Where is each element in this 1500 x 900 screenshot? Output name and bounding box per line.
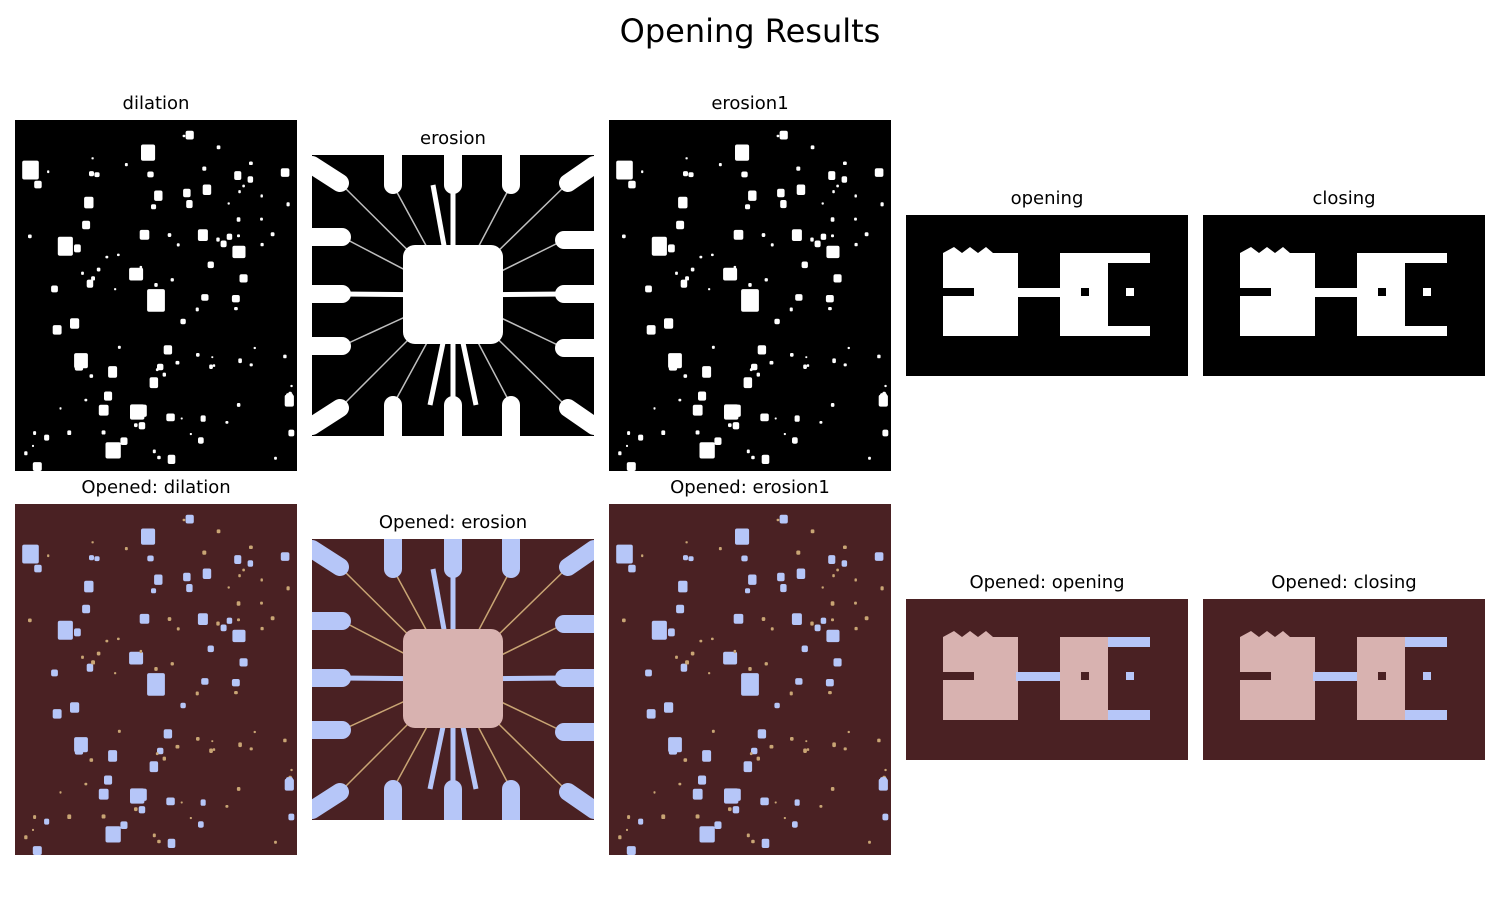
panel-opened-erosion: Opened: erosion [312,512,594,820]
dots-image [609,504,891,855]
panel-closing: closing [1203,188,1485,376]
shapes-image [1203,599,1485,760]
panel-opened-opening: Opened: opening [906,572,1188,760]
dots-image [609,120,891,471]
panel-opened-closing: Opened: closing [1203,572,1485,760]
panel-title: erosion1 [711,93,789,114]
panel-title: Opened: erosion [378,512,528,533]
chip-image [312,155,594,436]
panel-erosion: erosion [312,128,594,436]
figure-title: Opening Results [619,12,881,50]
panel-title: Opened: erosion1 [670,477,830,498]
shapes-image [1203,215,1485,376]
shapes-image [906,599,1188,760]
shapes-image [906,215,1188,376]
dots-image [15,120,297,471]
panel-opening: opening [906,188,1188,376]
dots-image [15,504,297,855]
panel-opened-dilation: Opened: dilation [15,477,297,855]
panel-dilation: dilation [15,93,297,471]
panel-title: Opened: dilation [81,477,231,498]
panel-title: Opened: closing [1271,572,1417,593]
panel-title: erosion [420,128,486,149]
chip-image [312,539,594,820]
panel-opened-erosion1: Opened: erosion1 [609,477,891,855]
panel-title: dilation [122,93,190,114]
panel-title: closing [1312,188,1376,209]
panel-title: opening [1010,188,1084,209]
panel-erosion1: erosion1 [609,93,891,471]
panel-title: Opened: opening [969,572,1125,593]
